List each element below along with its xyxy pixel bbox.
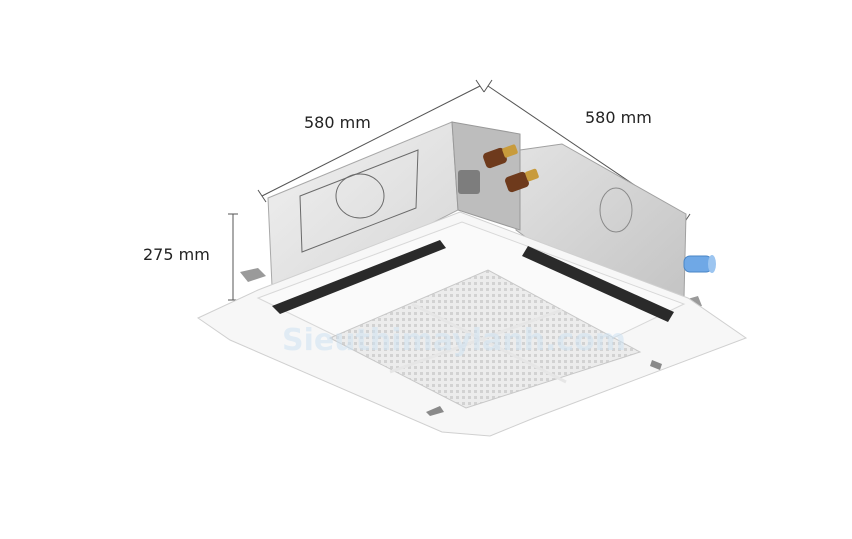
depth-label: 580 mm	[585, 108, 652, 127]
watermark: Sieuthimaylanh.com	[282, 323, 626, 358]
air-vane-right	[522, 246, 674, 322]
width-dimension: 580 mm	[257, 79, 485, 203]
drain-connector	[683, 255, 716, 273]
height-label: 275 mm	[143, 245, 210, 264]
refrigerant-pipes	[458, 144, 539, 194]
width-label: 580 mm	[304, 113, 371, 132]
height-dimension: 275 mm	[143, 213, 238, 301]
front-panel	[196, 211, 748, 437]
air-vane-left	[272, 240, 446, 314]
mounting-bracket-left	[240, 268, 266, 282]
